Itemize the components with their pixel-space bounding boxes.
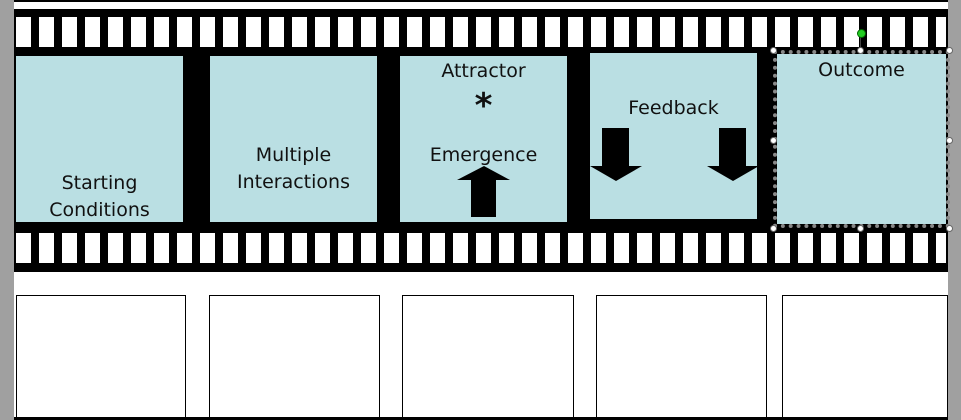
resize-handle[interactable]	[857, 225, 864, 232]
top-sprocket-holes	[16, 17, 946, 47]
attractor-star-icon: *	[474, 86, 493, 126]
resize-handle[interactable]	[770, 225, 777, 232]
empty-box[interactable]	[209, 295, 380, 419]
arrow-up-icon	[457, 166, 510, 217]
frame-multiple-interactions[interactable]: Multiple Interactions	[210, 56, 377, 222]
frame-label: Conditions	[49, 199, 150, 221]
resize-handle[interactable]	[770, 137, 777, 144]
outcome-label: Outcome	[818, 59, 905, 81]
rotate-handle[interactable]	[857, 29, 866, 38]
frame-feedback[interactable]: Feedback	[590, 53, 759, 219]
rotate-handle-stem	[860, 35, 861, 49]
empty-box[interactable]	[782, 295, 948, 419]
arrow-down-icon	[590, 128, 642, 181]
attractor-label: Attractor	[441, 60, 526, 82]
frame-label: Multiple	[255, 144, 332, 166]
left-scrollbar-edge	[0, 0, 14, 420]
right-scrollbar-edge	[948, 0, 961, 420]
arrow-down-icon	[707, 128, 759, 181]
empty-box[interactable]	[16, 295, 186, 419]
resize-handle[interactable]	[946, 225, 953, 232]
resize-handle[interactable]	[946, 137, 953, 144]
emergence-label: Emergence	[429, 144, 538, 166]
frame-label: Starting	[61, 172, 138, 194]
frame-outcome-selected[interactable]: Outcome	[773, 50, 950, 228]
frame-label: Interactions	[237, 171, 350, 193]
resize-handle[interactable]	[946, 47, 953, 54]
top-border	[14, 0, 948, 2]
empty-box[interactable]	[596, 295, 767, 419]
resize-handle[interactable]	[770, 47, 777, 54]
bottom-sprocket-holes	[16, 233, 946, 263]
frame-attractor-emergence[interactable]: Attractor * Emergence	[400, 56, 567, 222]
resize-handle[interactable]	[857, 47, 864, 54]
bottom-border	[14, 417, 948, 420]
frame-starting-conditions[interactable]: Starting Conditions	[16, 56, 183, 222]
feedback-label: Feedback	[628, 97, 719, 119]
empty-box[interactable]	[402, 295, 574, 419]
